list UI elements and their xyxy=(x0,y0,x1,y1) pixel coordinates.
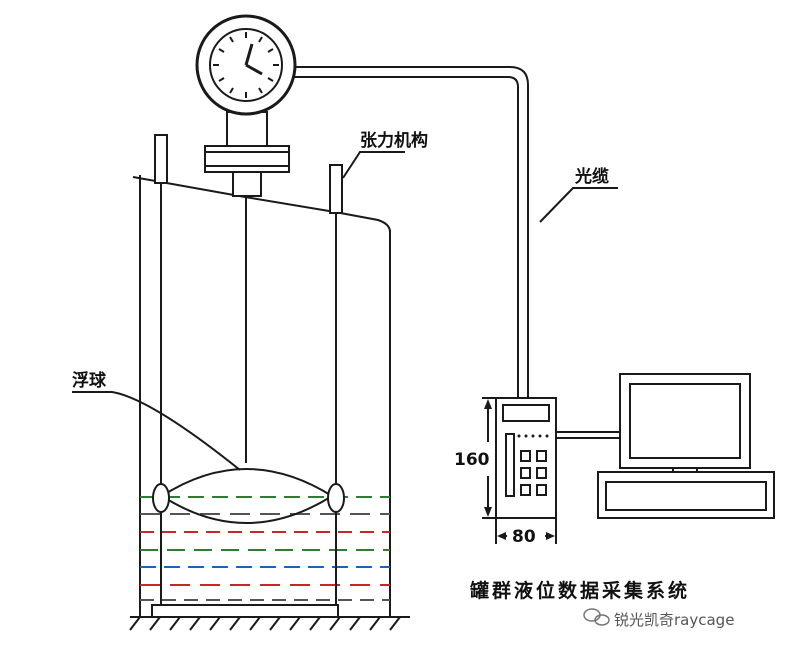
wechat-icon xyxy=(583,608,610,626)
optical-cable xyxy=(294,66,529,398)
guide-rods xyxy=(154,134,343,605)
dimension-width xyxy=(495,518,557,544)
dimension-height xyxy=(482,397,496,519)
leader-lines xyxy=(72,151,618,471)
float-ball-label: 浮球 xyxy=(72,370,107,391)
ground xyxy=(129,616,410,631)
optical-cable-label: 光缆 xyxy=(574,166,609,187)
system-title: 罐群液位数据采集系统 xyxy=(469,579,690,602)
dimension-width-label: 80 xyxy=(512,527,536,547)
data-link-cable xyxy=(556,431,622,439)
monitor-icon xyxy=(597,373,775,519)
tension-mechanism xyxy=(204,111,290,197)
liquid-surface xyxy=(140,496,390,601)
float-ball xyxy=(152,468,345,524)
tension-mechanism-label: 张力机构 xyxy=(360,130,428,151)
dial-gauge-icon xyxy=(195,14,297,116)
dimension-height-label: 160 xyxy=(454,450,490,470)
watermark-text: 锐光凯奇raycage xyxy=(614,611,734,629)
tank-base xyxy=(151,604,339,618)
data-collector-box xyxy=(495,397,557,519)
